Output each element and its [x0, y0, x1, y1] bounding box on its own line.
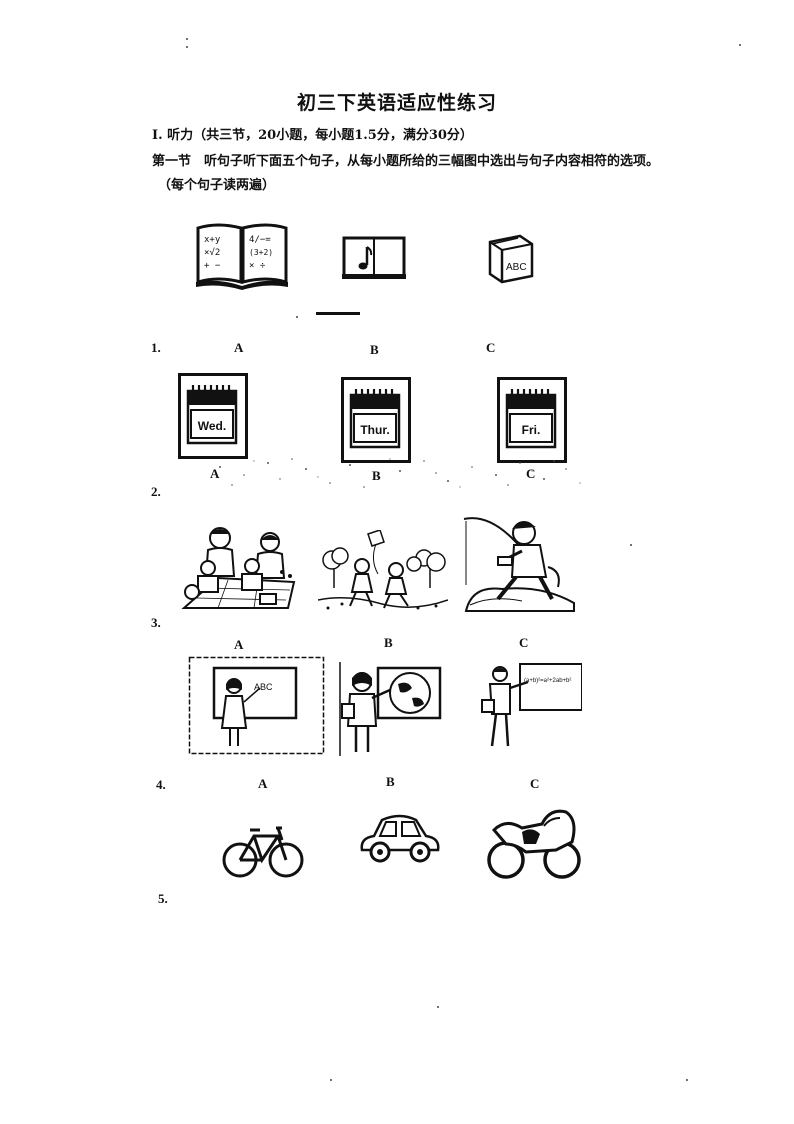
question-number-5: 5.: [158, 891, 168, 906]
english-teacher-scene: ABC: [188, 656, 326, 758]
svg-text:(3+2): (3+2): [249, 248, 273, 257]
formula-text: (a+b)²=a²+2ab+b²: [524, 678, 571, 684]
part-note: （每个句子读两遍）: [158, 178, 276, 193]
scan-speck: [630, 544, 632, 546]
calendar-label: Wed.: [198, 419, 226, 433]
picnic-scene: [178, 520, 298, 612]
svg-text:× ÷: × ÷: [249, 261, 266, 271]
question-4-option-b[interactable]: B: [386, 774, 395, 789]
question-1-option-b[interactable]: B: [370, 342, 379, 357]
math-book-icon: x+y ×√2 + − 4/−= (3+2) × ÷: [194, 220, 290, 290]
question-4-option-c[interactable]: C: [530, 776, 540, 791]
bicycle-icon: [222, 816, 304, 880]
scan-noise: [210, 455, 590, 491]
fishing-scene: [462, 515, 580, 615]
music-book-icon: [341, 235, 407, 281]
question-4-option-a[interactable]: A: [258, 776, 268, 791]
scan-speck: [330, 1079, 332, 1081]
section-heading: I. 听力（共三节，20小题，每小题1.5分，满分30分）: [152, 128, 473, 143]
scan-speck: [186, 46, 188, 48]
scan-speck: [186, 38, 188, 40]
scan-speck: [739, 44, 741, 46]
calendar-label: Thur.: [360, 423, 389, 437]
scan-speck: [437, 1006, 439, 1008]
question-number-2: 2.: [151, 484, 161, 499]
question-number-3: 3.: [151, 615, 161, 630]
question-3-option-a[interactable]: A: [234, 637, 244, 652]
scan-speck: [296, 316, 298, 318]
question-1-option-a[interactable]: A: [234, 340, 244, 355]
svg-text:ABC: ABC: [506, 262, 527, 273]
question-3-option-b[interactable]: B: [384, 635, 393, 650]
question-2-option-a[interactable]: A: [210, 466, 220, 481]
kite-flying-scene: [318, 530, 448, 614]
calendar-label: Fri.: [522, 423, 541, 437]
abc-book-icon: ABC: [484, 232, 536, 284]
calendar-thur-icon: Thur.: [341, 377, 411, 463]
part-instruction: 第一节 听句子听下面五个句子，从每小题所给的三幅图中选出与句子内容相符的选项。: [152, 154, 660, 169]
motorcycle-icon: [486, 804, 582, 882]
board-text: ABC: [254, 682, 273, 692]
question-2-option-c[interactable]: C: [526, 466, 536, 481]
question-number-1: 1.: [151, 340, 161, 355]
calendar-wed-icon: Wed.: [178, 373, 248, 459]
geography-teacher-scene: [338, 660, 444, 760]
svg-text:x+y: x+y: [204, 235, 221, 245]
svg-text:×√2: ×√2: [204, 247, 220, 258]
question-3-option-c[interactable]: C: [519, 635, 529, 650]
svg-text:+ −: + −: [204, 261, 221, 271]
calendar-fri-icon: Fri.: [497, 377, 567, 463]
math-teacher-scene: (a+b)²=a²+2ab+b²: [480, 660, 582, 752]
page-title: 初三下英语适应性练习: [296, 92, 497, 114]
scan-speck: [686, 1079, 688, 1081]
question-1-option-c[interactable]: C: [486, 340, 496, 355]
question-2-option-b[interactable]: B: [372, 468, 381, 483]
car-icon: [358, 810, 442, 866]
svg-text:4/−=: 4/−=: [249, 235, 271, 245]
question-number-4: 4.: [156, 777, 166, 792]
divider-mark: [316, 312, 360, 315]
